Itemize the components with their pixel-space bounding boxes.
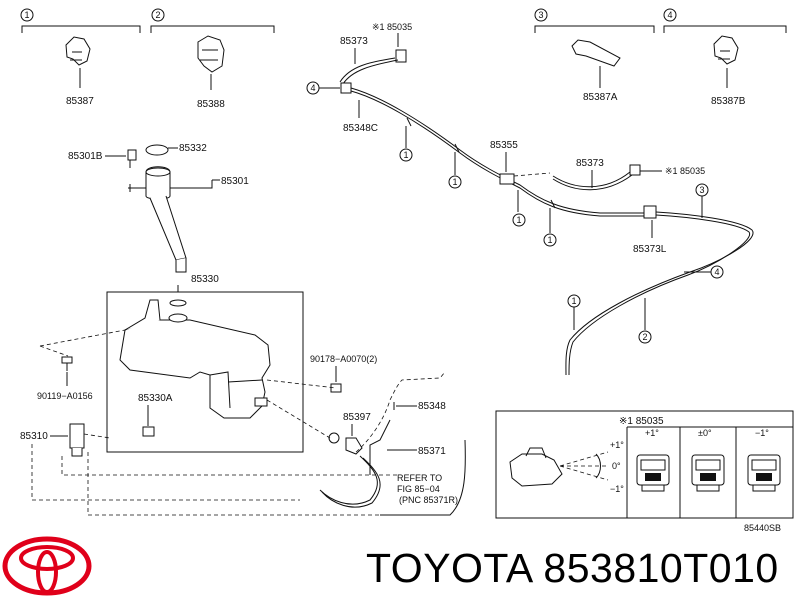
label-90119: 90119−A0156 — [37, 391, 93, 401]
label-85387: 85387 — [66, 96, 94, 107]
inset-variant-plus — [636, 454, 670, 492]
label-85371: 85371 — [418, 446, 446, 457]
refer-line-1: REFER TO — [397, 473, 442, 483]
tank-box: 85330 85330A — [106, 274, 304, 453]
joint-85348C-shape — [340, 82, 352, 94]
label-85373-top: 85373 — [340, 36, 368, 47]
callout-4-b: 4 — [714, 267, 719, 277]
tank-right-parts: 90178−A0070(2) 85397 85348 85371 REFER T… — [266, 354, 466, 516]
nozzle-85035-mid — [629, 164, 641, 176]
label-85310: 85310 — [20, 431, 48, 442]
nut-90178-shape — [330, 383, 342, 393]
grommet-85397-b — [345, 437, 363, 455]
label-85373-mid: 85373 — [576, 158, 604, 169]
callout-1-e: 1 — [571, 296, 576, 306]
label-85348: 85348 — [418, 401, 446, 412]
callout-1-b: 1 — [452, 177, 457, 187]
label-85387A: 85387A — [583, 92, 618, 103]
callout-2-route: 2 — [642, 332, 647, 342]
callout-1-d: 1 — [547, 235, 552, 245]
clip-group-3: 3 85387A — [534, 8, 655, 103]
seal-85330A-shape — [142, 426, 155, 437]
label-85373L: 85373L — [633, 244, 667, 255]
label-85301: 85301 — [221, 176, 249, 187]
toyota-logo-icon — [2, 536, 92, 596]
filler-inlet-group: 85301B 85332 85301 — [68, 143, 249, 273]
callout-1-c: 1 — [516, 215, 521, 225]
upper-hose-route: ※1 85035 85373 4 85348C 1 1 85355 1 1 — [306, 22, 754, 376]
inset-col-minus: −1° — [755, 428, 769, 438]
label-85388: 85388 — [197, 99, 225, 110]
inset-angle-zero: 0° — [612, 461, 621, 471]
clip-group-4: 4 85387B — [663, 8, 787, 107]
label-85355: 85355 — [490, 140, 518, 151]
label-85330: 85330 — [191, 274, 219, 285]
inlet-85301-pipe — [149, 195, 187, 261]
inset-85035: ※1 85035 +1° ±0° −1° +1° 0° −1° — [495, 410, 794, 519]
clip-85387B-shape — [713, 35, 739, 65]
inset-angle-minus: −1° — [610, 484, 624, 494]
pump-85310-shape — [69, 423, 85, 449]
inset-variant-zero — [691, 454, 725, 492]
main-hose-upper — [350, 87, 645, 214]
label-85348C: 85348C — [343, 123, 378, 134]
grommet-85397-a — [328, 432, 340, 444]
callout-4-route: 4 — [310, 83, 315, 93]
label-90178: 90178−A0070(2) — [310, 354, 377, 364]
clip-85388-shape — [197, 35, 225, 73]
refer-line-3: (PNC 85371R) — [399, 495, 458, 505]
label-85035-top: ※1 85035 — [372, 22, 412, 32]
inset-col-plus: +1° — [645, 428, 659, 438]
cap-85332-shape — [145, 144, 169, 156]
main-hose-lower — [565, 211, 754, 376]
nozzle-85035-top — [395, 49, 407, 63]
callout-1-a: 1 — [403, 150, 408, 160]
nozzle-85373L-shape — [643, 205, 657, 219]
label-85301B: 85301B — [68, 151, 103, 162]
callout-1-header: 1 — [24, 10, 29, 20]
diagram-code: 85440SB — [744, 523, 781, 533]
inset-angle-plus: +1° — [610, 440, 624, 450]
refer-line-2: FIG 85−04 — [397, 484, 440, 494]
page-title: TOYOTA 853810T010 — [366, 545, 779, 591]
inset-title: ※1 85035 — [619, 416, 664, 427]
label-85330A: 85330A — [138, 393, 173, 404]
inset-col-zero: ±0° — [698, 428, 712, 438]
label-85397: 85397 — [343, 412, 371, 423]
tank-85330-body — [119, 319, 271, 419]
clip-85387A-shape — [571, 39, 621, 67]
hose-85371 — [319, 455, 378, 505]
callout-3-header: 3 — [538, 10, 543, 20]
joint-85355-shape — [499, 173, 515, 185]
label-85387B: 85387B — [711, 96, 746, 107]
label-85332: 85332 — [179, 143, 207, 154]
callout-4-header: 4 — [667, 10, 672, 20]
bolt-85301B-shape — [127, 149, 137, 168]
clip-group-2: 2 85388 — [150, 8, 275, 110]
hose-85373-top — [339, 57, 396, 83]
callout-3-route: 3 — [699, 185, 704, 195]
inset-variant-minus — [747, 454, 781, 492]
hose-85373-mid — [552, 171, 631, 188]
clip-group-1: 1 85387 — [20, 8, 141, 107]
bolt-90119-shape — [61, 356, 73, 371]
clip-85387-shape — [65, 36, 91, 66]
pump-group: 90119−A0156 85310 — [20, 329, 400, 516]
tank-frame — [106, 291, 304, 453]
callout-2-header: 2 — [155, 10, 160, 20]
label-85035-mid: ※1 85035 — [665, 166, 705, 176]
inset-nozzle-sketch — [509, 453, 563, 487]
